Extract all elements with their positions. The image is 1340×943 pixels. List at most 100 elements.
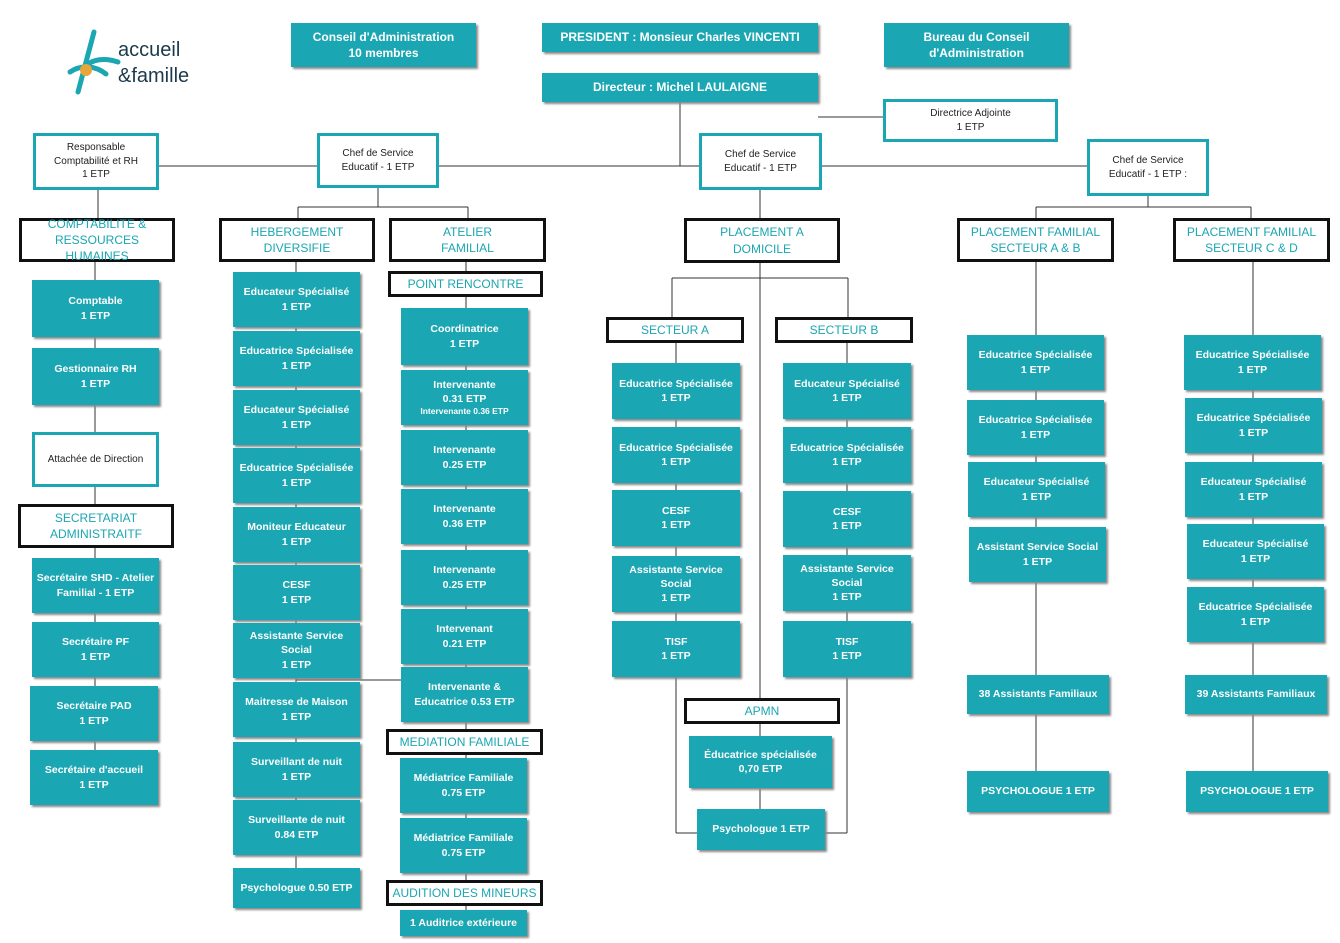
staff-secteur-a-4-line-1: Assistante Service Social — [629, 563, 723, 590]
staff-pf-ab-3-line-2: 1 ETP — [1021, 490, 1052, 503]
staff-pf-cd-4-line-2: 1 ETP — [1240, 552, 1271, 565]
section-hebergement-diversifie-line-1: HEBERGEMENT — [250, 224, 344, 239]
section-audition-mineurs-line-1: AUDITION DES MINEURS — [392, 885, 537, 900]
staff-secteur-b-3-line-1: CESF — [832, 505, 861, 518]
staff-secteur-b-1-line-2: 1 ETP — [832, 392, 862, 404]
staff-pf-cd-3-line-1: Educateur Spécialisé — [1200, 476, 1307, 489]
staff-mediatrice-2-line-1: Médiatrice Familiale — [413, 832, 514, 845]
staff-pf-ab-psychologue: PSYCHOLOGUE 1 ETP — [967, 771, 1109, 812]
staff-comptable-line-1: Comptable — [68, 295, 123, 308]
chef-service-1-box-line-2: Educatif - 1 ETP — [341, 161, 415, 173]
staff-secretaire-accueil-line-1: Secrétaire d'accueil — [44, 764, 144, 777]
staff-auditrice: 1 Auditrice extérieure — [400, 910, 527, 936]
staff-pf-ab-2-line-1: Educatrice Spécialisée — [978, 414, 1093, 427]
logo-text-line1: accueil — [118, 39, 180, 61]
staff-heberg-5-line-2: 1 ETP — [281, 535, 312, 548]
responsable-comptabilite-box-line-2: Comptabilité et RH — [54, 155, 138, 167]
section-placement-familial-ab-line-1: PLACEMENT FAMILIAL — [970, 224, 1101, 239]
staff-pf-cd-5-line-2: 1 ETP — [1240, 615, 1271, 628]
staff-secretaire-accueil-line-2: 1 ETP — [79, 778, 109, 791]
directrice-adjointe-box-line-1: Directrice Adjointe — [930, 108, 1011, 119]
staff-pf-cd-psychologue-line-1: PSYCHOLOGUE 1 ETP — [1200, 785, 1314, 798]
staff-secteur-b-1-line-1: Educateur Spécialisé — [794, 377, 900, 390]
staff-secteur-b-2-line-2: 1 ETP — [832, 456, 862, 468]
section-atelier-familial-line-2: FAMILIAL — [441, 241, 494, 255]
staff-pf-cd-3-line-2: 1 ETP — [1238, 490, 1269, 503]
staff-intervenante-025a-line-1: Intervenante — [433, 444, 496, 457]
section-placement-domicile-line-2: DOMICILE — [732, 241, 791, 256]
section-atelier-familial-line-1: ATELIER — [442, 224, 493, 239]
staff-secretaire-pad-line-1: Secrétaire PAD — [56, 700, 132, 713]
staff-secteur-a-3-line-1: CESF — [661, 504, 690, 517]
section-secteur-b-line-1: SECTEUR B — [809, 322, 879, 337]
staff-gestionnaire-rh-line-1: Gestionnaire RH — [54, 363, 137, 376]
staff-pf-ab-4-line-2: 1 ETP — [1022, 555, 1053, 568]
staff-secteur-a-4-line-2: 1 ETP — [661, 592, 691, 605]
staff-secteur-a-5-line-2: 1 ETP — [661, 650, 691, 662]
section-point-rencontre: POINT RENCONTRE — [388, 271, 543, 297]
president-box: PRESIDENT : Monsieur Charles VINCENTI — [542, 23, 818, 52]
staff-secteur-b-5-line-1: TISF — [835, 635, 859, 648]
staff-pf-ab-1-line-1: Educatrice Spécialisée — [978, 349, 1093, 362]
section-placement-domicile-line-1: PLACEMENT A — [720, 225, 804, 240]
staff-heberg-4-line-1: Educatrice Spécialisée — [239, 462, 354, 475]
staff-heberg-psychologue: Psychologue 0.50 ETP — [233, 868, 360, 908]
staff-secteur-b-1: Educateur Spécialisé 1 ETP — [783, 363, 911, 419]
section-placement-familial-ab-line-2: SECTEUR A & B — [990, 241, 1081, 255]
staff-intervenante-031-etp: 0.31 ETP — [442, 392, 487, 405]
staff-secteur-a-1: Educatrice Spécialisée 1 ETP — [612, 363, 740, 419]
logo-swoosh-icon — [67, 29, 121, 95]
section-secretariat-line-1: SECRETARIAT — [54, 510, 138, 525]
staff-heberg-9-line-1: Surveillant de nuit — [250, 756, 342, 769]
staff-heberg-6-line-1: CESF — [282, 579, 311, 592]
section-comptabilite-rh: COMPTABILITE &RESSOURCES HUMAINES — [19, 217, 175, 263]
staff-pf-ab-psychologue-line-1: PSYCHOLOGUE 1 ETP — [981, 785, 1095, 798]
staff-intervenante-025b-line-2: 0.25 ETP — [442, 578, 487, 591]
staff-pf-cd-assistants: 39 Assistants Familiaux — [1185, 675, 1327, 714]
staff-auditrice-line-1: 1 Auditrice extérieure — [410, 916, 517, 929]
staff-secretaire-shd-line-2: Familial - 1 ETP — [56, 586, 135, 599]
responsable-comptabilite-box-line-3: 1 ETP — [82, 169, 110, 181]
president-box-line-1: PRESIDENT : Monsieur Charles VINCENTI — [560, 30, 800, 45]
staff-pf-cd-psychologue: PSYCHOLOGUE 1 ETP — [1186, 771, 1328, 812]
staff-intervenante-036-line-1: Intervenante — [433, 503, 496, 516]
responsable-comptabilite-box-line-1: Responsable — [66, 142, 126, 154]
staff-pf-ab-1-line-2: 1 ETP — [1020, 363, 1051, 376]
staff-pf-cd-4-line-1: Educateur Spécialisé — [1202, 538, 1309, 551]
section-mediation-familiale-line-1: MEDIATION FAMILIALE — [399, 734, 530, 749]
staff-mediatrice-1-line-2: 0.75 ETP — [441, 786, 486, 799]
staff-heberg-2-line-1: Educatrice Spécialisée — [239, 345, 354, 358]
staff-attachee-direction-line-1: Attachée de Direction — [47, 453, 144, 465]
staff-secretaire-pf-line-1: Secrétaire PF — [61, 636, 130, 649]
chef-service-2-box-line-1: Chef de Service — [724, 149, 797, 160]
staff-heberg-3-line-1: Educateur Spécialisé — [243, 404, 350, 417]
section-apmn-line-1: APMN — [744, 703, 780, 718]
staff-secteur-a-2-line-1: Educatrice Spécialisée — [619, 441, 733, 454]
staff-pf-cd-1-line-1: Educatrice Spécialisée — [1195, 349, 1310, 362]
staff-secteur-a-1-line-2: 1 ETP — [661, 392, 691, 404]
staff-heberg-10-line-2: 0.84 ETP — [274, 828, 319, 841]
section-audition-mineurs: AUDITION DES MINEURS — [386, 880, 543, 906]
staff-heberg-5-line-1: Moniteur Educateur — [247, 521, 346, 534]
staff-mediatrice-1-line-1: Médiatrice Familiale — [413, 772, 514, 785]
staff-secteur-a-5-line-1: TISF — [664, 635, 688, 648]
staff-secteur-a-1-line-1: Educatrice Spécialisée — [619, 377, 733, 390]
staff-secretaire-pf-line-2: 1 ETP — [80, 650, 111, 663]
directeur-box-line-1: Directeur : Michel LAULAIGNE — [592, 80, 768, 95]
staff-heberg-8-line-2: 1 ETP — [281, 710, 312, 723]
staff-heberg-2-line-2: 1 ETP — [281, 359, 312, 372]
